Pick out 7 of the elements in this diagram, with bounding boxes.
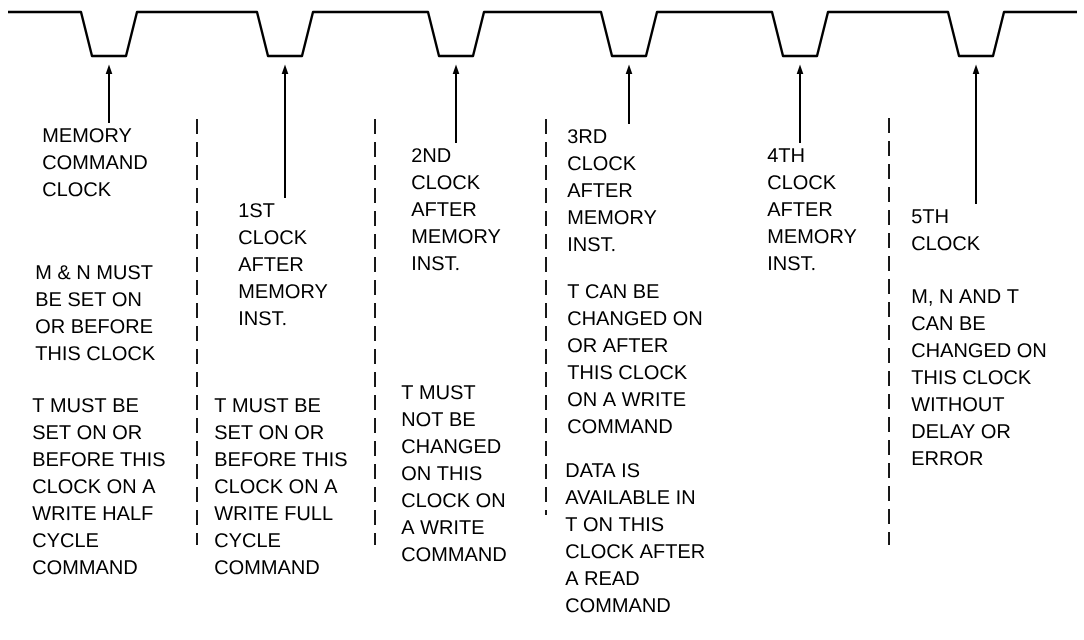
annotation-text: 4TH CLOCK AFTER MEMORY INST.	[767, 148, 857, 271]
annotation-text: 1ST CLOCK AFTER MEMORY INST. T MUST BE SET ON OR BEFORE THIS CLOCK ON A WRITE FULL CYCLE COMMAND	[214, 203, 347, 575]
annotation-text: 5TH CLOCK M, N AND T CAN BE CHANGED ON THIS CLOCK WITHOUT DELAY OR ERROR	[911, 209, 1046, 466]
annotation-text: 3RD CLOCK AFTER MEMORY INST. T CAN BE CHANGED ON OR AFTER THIS CLOCK ON A WRITE COMMAND DATA IS AVAILABLE IN T ON THIS CLOCK AFTER A READ COMMAND	[565, 129, 705, 613]
annotation-text: MEMORY COMMAND CLOCK M & N MUST BE SET ON OR BEFORE THIS CLOCK T MUST BE SET ON OR BEFORE THIS CLOCK ON A WRITE HALF CYCLE COMMAND	[32, 128, 165, 575]
clock-waveform	[8, 10, 1077, 58]
annotation-text: 2ND CLOCK AFTER MEMORY INST. T MUST NOT BE CHANGED ON THIS CLOCK ON A WRITE COMMAND	[401, 148, 506, 562]
